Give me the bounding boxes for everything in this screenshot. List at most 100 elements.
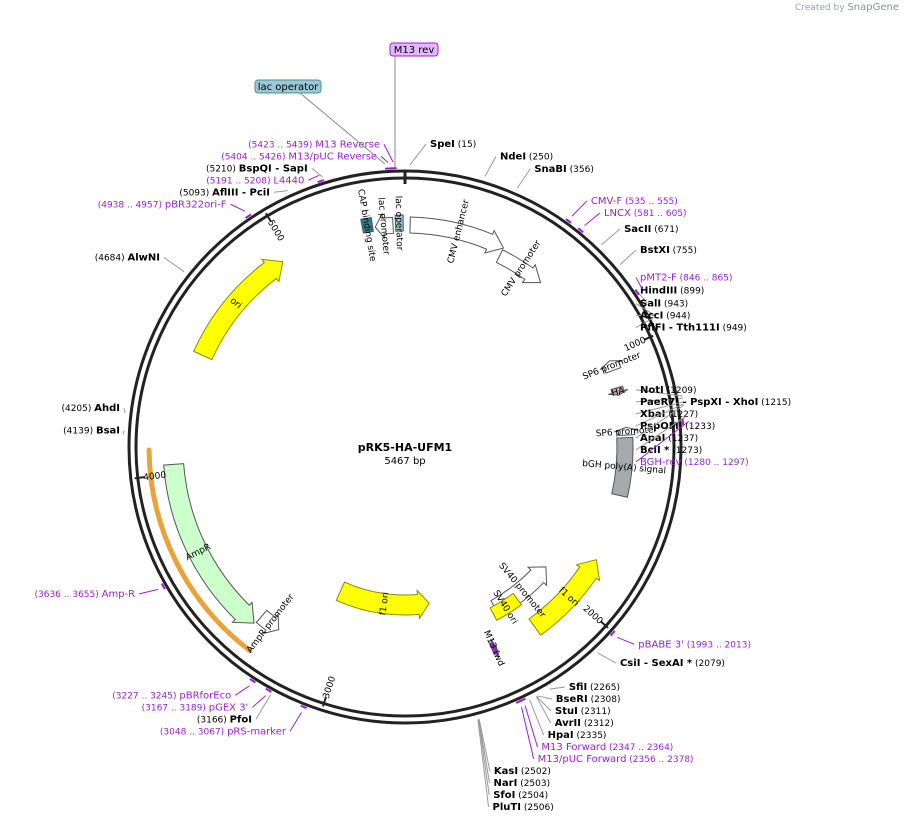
enzyme-site-label: PspOMI (1233) (640, 421, 715, 432)
primer-site-mark (245, 213, 252, 219)
enzyme-leader (549, 686, 565, 690)
primer-site-label: (5423 .. 5439) M13 Reverse (248, 139, 380, 150)
enzyme-site-label: ApaI (1237) (640, 433, 698, 444)
watermark-created-by: Created by (795, 3, 845, 13)
primer-leader (571, 200, 588, 217)
primer-leader (584, 212, 601, 227)
feature-cmv-enhancer (409, 216, 505, 254)
primer-site-label: BGH-rev (1280 .. 1297) (640, 457, 749, 468)
enzyme-leader (529, 699, 545, 736)
enzyme-leader (484, 156, 497, 177)
primer-site-label: LNCX (581 .. 605) (604, 208, 687, 219)
enzyme-site-label: KasI (2502) (494, 766, 551, 777)
enzyme-leader (635, 316, 656, 329)
primer-leader (289, 712, 302, 732)
ampr-highlight-arc (146, 447, 253, 654)
enzyme-site-label: (4139) BsaI (63, 426, 120, 437)
primer-site-mark (515, 699, 523, 704)
feature-label: SP6 promoter (581, 350, 642, 382)
enzyme-site-label: SacII (671) (624, 224, 678, 235)
enzyme-leader (478, 719, 490, 796)
feature-f1-ori (528, 559, 601, 636)
enzyme-site-label: XbaI (1227) (640, 409, 698, 420)
primer-site-label: pMT2-F (846 .. 865) (640, 273, 733, 284)
enzyme-leader (163, 257, 185, 273)
primer-site-label: (3636 .. 3655) Amp-R (34, 589, 135, 600)
primer-site-mark (160, 583, 166, 590)
enzyme-site-label: NarI (2503) (494, 778, 551, 789)
feature-ampr (163, 463, 255, 624)
enzyme-leader (477, 719, 490, 808)
primer-site-label: (5404 .. 5426) M13/pUC Reverse (221, 151, 377, 162)
primer-leader (635, 420, 690, 463)
enzyme-leader (597, 652, 617, 664)
tick-label: 3000 (322, 675, 339, 700)
primer-leader (383, 144, 394, 163)
primer-site-mark (249, 678, 256, 684)
feature-cap-binding-site (360, 216, 374, 234)
primer-site-label: (3227 .. 3245) pBRforEco (112, 690, 231, 701)
snapgene-watermark: Created by SnapGene (795, 2, 899, 13)
enzyme-site-label: (3166) PfoI (197, 714, 252, 725)
enzyme-site-label: (5093) AflIII - PciI (179, 187, 270, 198)
primer-site-mark (577, 227, 584, 234)
feature-label: CAP binding site (355, 188, 377, 262)
primer-leader (524, 705, 538, 748)
plasmid-length: 5467 bp (384, 456, 425, 467)
feature-label: HA (611, 386, 627, 399)
enzyme-site-label: HindIII (899) (640, 285, 704, 296)
feature-ori (192, 258, 284, 361)
enzyme-leader (536, 696, 552, 712)
watermark-brand: SnapGene (847, 2, 899, 13)
enzyme-site-label: NdeI (250) (500, 151, 553, 162)
enzyme-site-label: SfoI (2504) (493, 790, 548, 801)
primer-site-label: M13/pUC Forward (2356 .. 2378) (538, 754, 694, 765)
enzyme-leader (478, 718, 491, 772)
feature-label: M13 fwd (481, 629, 506, 668)
feature-lac-promoter (374, 212, 394, 240)
feature-cmv-promoter (495, 249, 542, 284)
enzyme-site-label: AccI (944) (640, 311, 690, 322)
m13rev-badge (389, 42, 439, 57)
lacop-label: lac operator (258, 82, 319, 93)
enzyme-site-label: BclI * (1273) (640, 445, 702, 456)
enzyme-leader (635, 303, 655, 316)
enzyme-site-label: HpaI (2335) (548, 730, 607, 741)
enzyme-leader (635, 403, 684, 427)
feature-label: CMV promoter (500, 239, 544, 299)
feature-sv40-ori (489, 592, 523, 621)
m13rev-label: M13 rev (394, 45, 435, 56)
enzyme-leader (601, 228, 621, 246)
lacop-leader (299, 92, 386, 165)
primer-site-label: CMV-F (535 .. 555) (591, 196, 678, 207)
feature-ha (608, 385, 628, 396)
feature-bgh-poly-a-signal (611, 436, 634, 498)
primer-site-mark (565, 218, 572, 224)
primer-site-label: (5191 .. 5208) L4440 (206, 175, 304, 186)
enzyme-site-label: NotI (1209) (640, 385, 697, 396)
lacop-badge (254, 79, 322, 94)
primer-site-mark (265, 687, 272, 693)
tick-mark (322, 696, 327, 707)
enzyme-leader (635, 397, 683, 403)
primer-leader (308, 174, 320, 181)
enzyme-site-label: PaeR7I - PspXI - XhoI (1215) (640, 397, 791, 408)
enzyme-site-label: (4684) AlwNI (95, 252, 160, 263)
primer-leader (635, 277, 643, 290)
tick-label: 2000 (581, 604, 605, 627)
enzyme-leader (635, 404, 685, 439)
primer-leader (230, 203, 246, 212)
primer-site-mark (681, 418, 685, 426)
feature-ampr-promoter (255, 609, 280, 635)
feature-sp6-promoter (614, 426, 639, 437)
feature-label: SP6 promoter (595, 425, 657, 439)
enzyme-leader (635, 389, 683, 397)
primer-site-mark (300, 704, 307, 710)
tick-mark (134, 476, 145, 480)
enzyme-site-label: SnaBI (356) (534, 164, 593, 175)
tick-mark (599, 620, 609, 629)
enzyme-leader (123, 407, 126, 414)
enzyme-site-label: StuI (2311) (555, 706, 611, 717)
